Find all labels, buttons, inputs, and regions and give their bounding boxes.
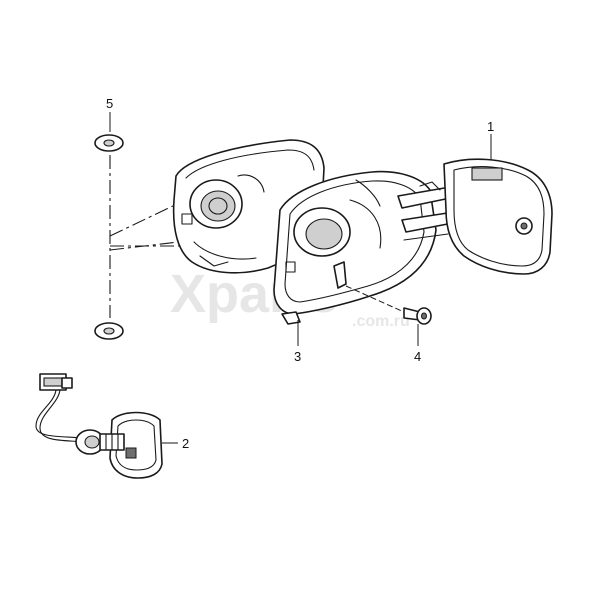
harness-connector-face (43, 377, 63, 387)
screw-drive (421, 312, 427, 320)
housing-detail-a (237, 174, 265, 193)
trim-stud (333, 261, 347, 289)
housing-detail-b (193, 241, 257, 260)
grommet-top-hole (103, 139, 115, 147)
actuator-body-face (115, 419, 157, 471)
harness-wire-b (39, 389, 85, 443)
trim-neck-inner (305, 218, 343, 250)
housing-neck-core (208, 197, 228, 215)
trim-ridge (355, 179, 381, 207)
screw-axis (345, 285, 405, 313)
housing-tab (199, 255, 229, 267)
watermark-sub: .com.ru (352, 313, 410, 330)
trim-foot (281, 311, 301, 325)
callout-labels: 1 2 3 4 5 (106, 96, 494, 451)
actuator-grommet-hole (84, 435, 100, 449)
part-2-actuator (35, 373, 163, 479)
actuator-plug (125, 447, 137, 459)
leader-dash-b (109, 239, 197, 251)
callout-5: 5 (106, 96, 113, 111)
hinge-bracket (419, 181, 441, 191)
harness-connector-lock (61, 377, 73, 389)
flap-inner-panel (453, 166, 545, 267)
trim-clip (285, 261, 296, 273)
flap-latch-plate (471, 167, 503, 181)
grommet-bottom-hole (103, 327, 115, 335)
part-4-screw (345, 285, 432, 325)
callout-4: 4 (414, 349, 421, 364)
flap-push-pin-center (520, 222, 528, 230)
flap-outline (443, 158, 553, 275)
housing-clip (181, 213, 193, 225)
callout-leaders (109, 112, 492, 444)
trim-recess (349, 199, 382, 249)
callout-3: 3 (294, 349, 301, 364)
actuator-body (109, 411, 163, 479)
trim-inner-rim (284, 180, 425, 303)
housing-rim (185, 149, 315, 179)
part-1-fuel-filler-flap (443, 158, 553, 275)
harness-wire-a (35, 389, 83, 439)
callout-1: 1 (487, 119, 494, 134)
housing-neck-inner (200, 190, 236, 222)
part-5-grommets (94, 134, 285, 340)
callout-2: 2 (182, 436, 189, 451)
hinge-link (403, 233, 449, 241)
part-3-filler-housing-trim (273, 170, 461, 325)
